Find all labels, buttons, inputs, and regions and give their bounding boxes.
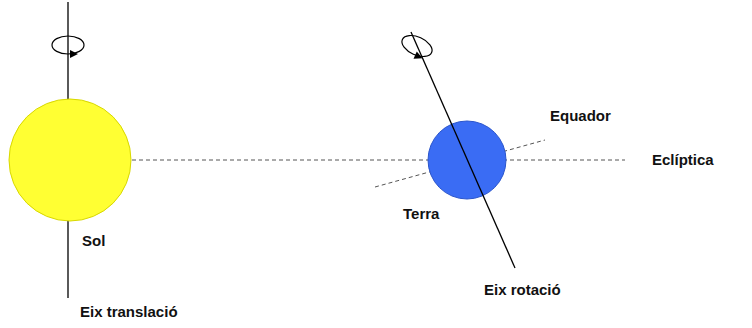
- planet-circle: Terra: [427, 120, 507, 200]
- body-name: Terra: [403, 205, 439, 223]
- ecliptic-line: [132, 160, 625, 161]
- axis-label: Eix rotació: [484, 281, 561, 299]
- circle-shape: [427, 120, 507, 200]
- body-name: Sol: [82, 232, 105, 250]
- axis-label: Equador: [550, 107, 611, 125]
- axis-label: Eix translació: [80, 303, 178, 321]
- axis-label: Eclíptica: [652, 151, 714, 169]
- rotation-symbol: [397, 31, 435, 64]
- planet-circle: Sol: [8, 98, 132, 222]
- rotation-symbol: [52, 36, 84, 58]
- circle-shape: [8, 98, 132, 222]
- rotation-axis: [411, 32, 515, 268]
